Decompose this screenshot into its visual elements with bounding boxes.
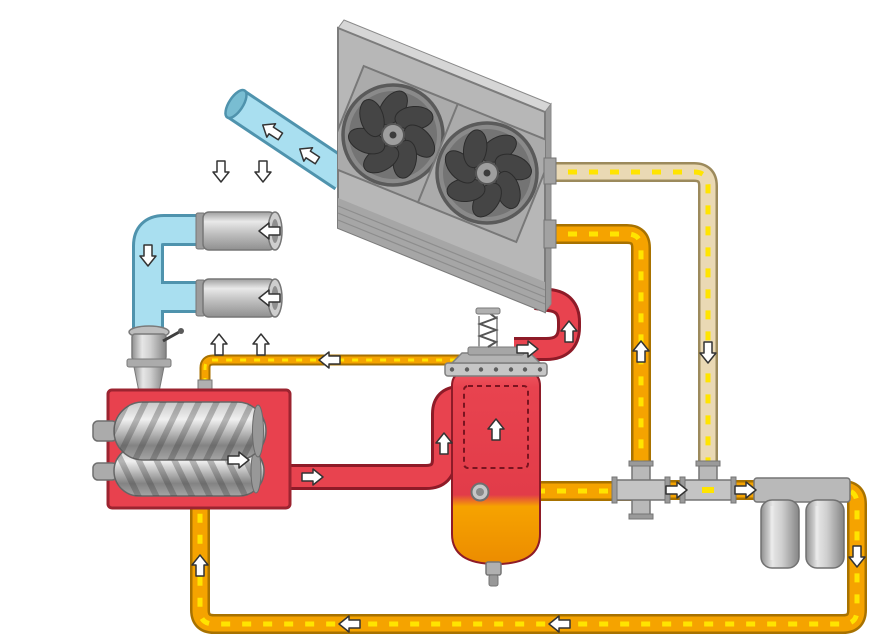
air-filter-upper: [195, 211, 283, 251]
oil-dash-marks: [547, 231, 644, 466]
fitting-flange: [628, 460, 654, 467]
oil-separator-tank: [444, 307, 548, 587]
fitting-flange: [611, 476, 618, 504]
cooler-face-details: [338, 64, 545, 312]
cooler-fin-line: [338, 212, 545, 298]
fan-blade: [359, 98, 385, 138]
exhaust-duct: [224, 88, 354, 191]
fan-hub-center: [483, 169, 491, 177]
hot-oil-pipe-to-cooler: [547, 224, 651, 466]
valve-lever: [162, 329, 182, 343]
bolt: [537, 367, 543, 372]
flange-bolts: [449, 367, 543, 372]
filter-head: [753, 477, 851, 503]
fan-blade: [462, 129, 488, 169]
minimum-pressure-valve: [475, 307, 501, 348]
valve-spring: [477, 311, 499, 348]
compressor-airend: [92, 388, 292, 510]
fitting-flange: [628, 513, 654, 520]
intake-valve: [126, 325, 184, 393]
oil-dash-marks: [547, 169, 711, 466]
oil-filter-cartridge-left: [760, 499, 800, 569]
sight-glass-center: [476, 488, 484, 496]
bolt: [449, 367, 455, 372]
thermostatic-valve: [679, 460, 737, 504]
flow-arrow: [212, 160, 230, 183]
air-filter-lower: [195, 278, 283, 318]
exhaust-duct-body: [228, 92, 352, 188]
cooler-fan-right: [416, 102, 545, 244]
rotor-end-face: [252, 404, 264, 458]
cooler-fin-line: [338, 205, 545, 291]
bolt: [464, 367, 470, 372]
drain-valve: [488, 574, 499, 587]
cooler-fin-line: [338, 219, 545, 305]
duct-opening: [224, 88, 248, 120]
flow-arrow: [252, 333, 270, 356]
bolt: [508, 367, 514, 372]
valve-lever-knob: [178, 328, 184, 334]
oil-filters: [753, 477, 851, 569]
fan-blades: [444, 129, 532, 218]
separator-element: [463, 385, 529, 469]
flow-arrow: [254, 160, 272, 183]
oil-filter-cartridge-right: [805, 499, 845, 569]
flow-arrow: [318, 351, 341, 369]
valve-cone: [133, 366, 165, 393]
bypass-fitting: [611, 460, 671, 520]
cooler-fan-left: [338, 64, 464, 206]
fan-blades: [348, 90, 436, 179]
lid-plate: [467, 346, 525, 356]
fan-hub-center: [389, 131, 397, 139]
rotor-helix: [114, 402, 266, 460]
bolt: [522, 367, 528, 372]
cooler-unit: [337, 19, 552, 314]
oil-dash-marks: [197, 487, 860, 627]
bolt: [478, 367, 484, 372]
oil-dash-mark: [702, 487, 714, 493]
spring-cap: [475, 307, 501, 315]
discharge-pipe: [286, 385, 473, 490]
fitting-horizontal: [615, 479, 667, 501]
cooled-oil-pipe: [547, 162, 718, 466]
drain-fitting: [485, 561, 502, 576]
valve-flange-mid: [126, 358, 172, 368]
cooler-port-lower: [543, 219, 557, 249]
rotor-male: [113, 401, 267, 461]
valve-body: [131, 333, 167, 361]
valve-flange: [695, 460, 721, 467]
cooler-port-upper: [543, 157, 557, 185]
flow-arrow: [210, 333, 228, 356]
bolt: [493, 367, 499, 372]
